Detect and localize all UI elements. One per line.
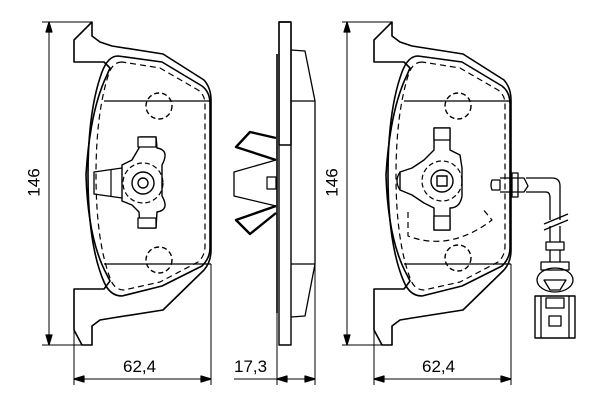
right-pad-width-dimension: 62,4 <box>422 357 456 376</box>
side-view-thickness-dimension: 17,3 <box>234 357 268 376</box>
right-pad-front-view <box>342 21 512 385</box>
left-pad-front-view <box>42 21 212 385</box>
wear-sensor-cable <box>490 172 576 339</box>
right-pad-height-dimension: 146 <box>322 168 342 197</box>
left-pad-width-dimension: 62,4 <box>123 357 157 376</box>
left-pad-height-dimension: 146 <box>24 168 44 197</box>
pad-side-view <box>233 21 316 385</box>
